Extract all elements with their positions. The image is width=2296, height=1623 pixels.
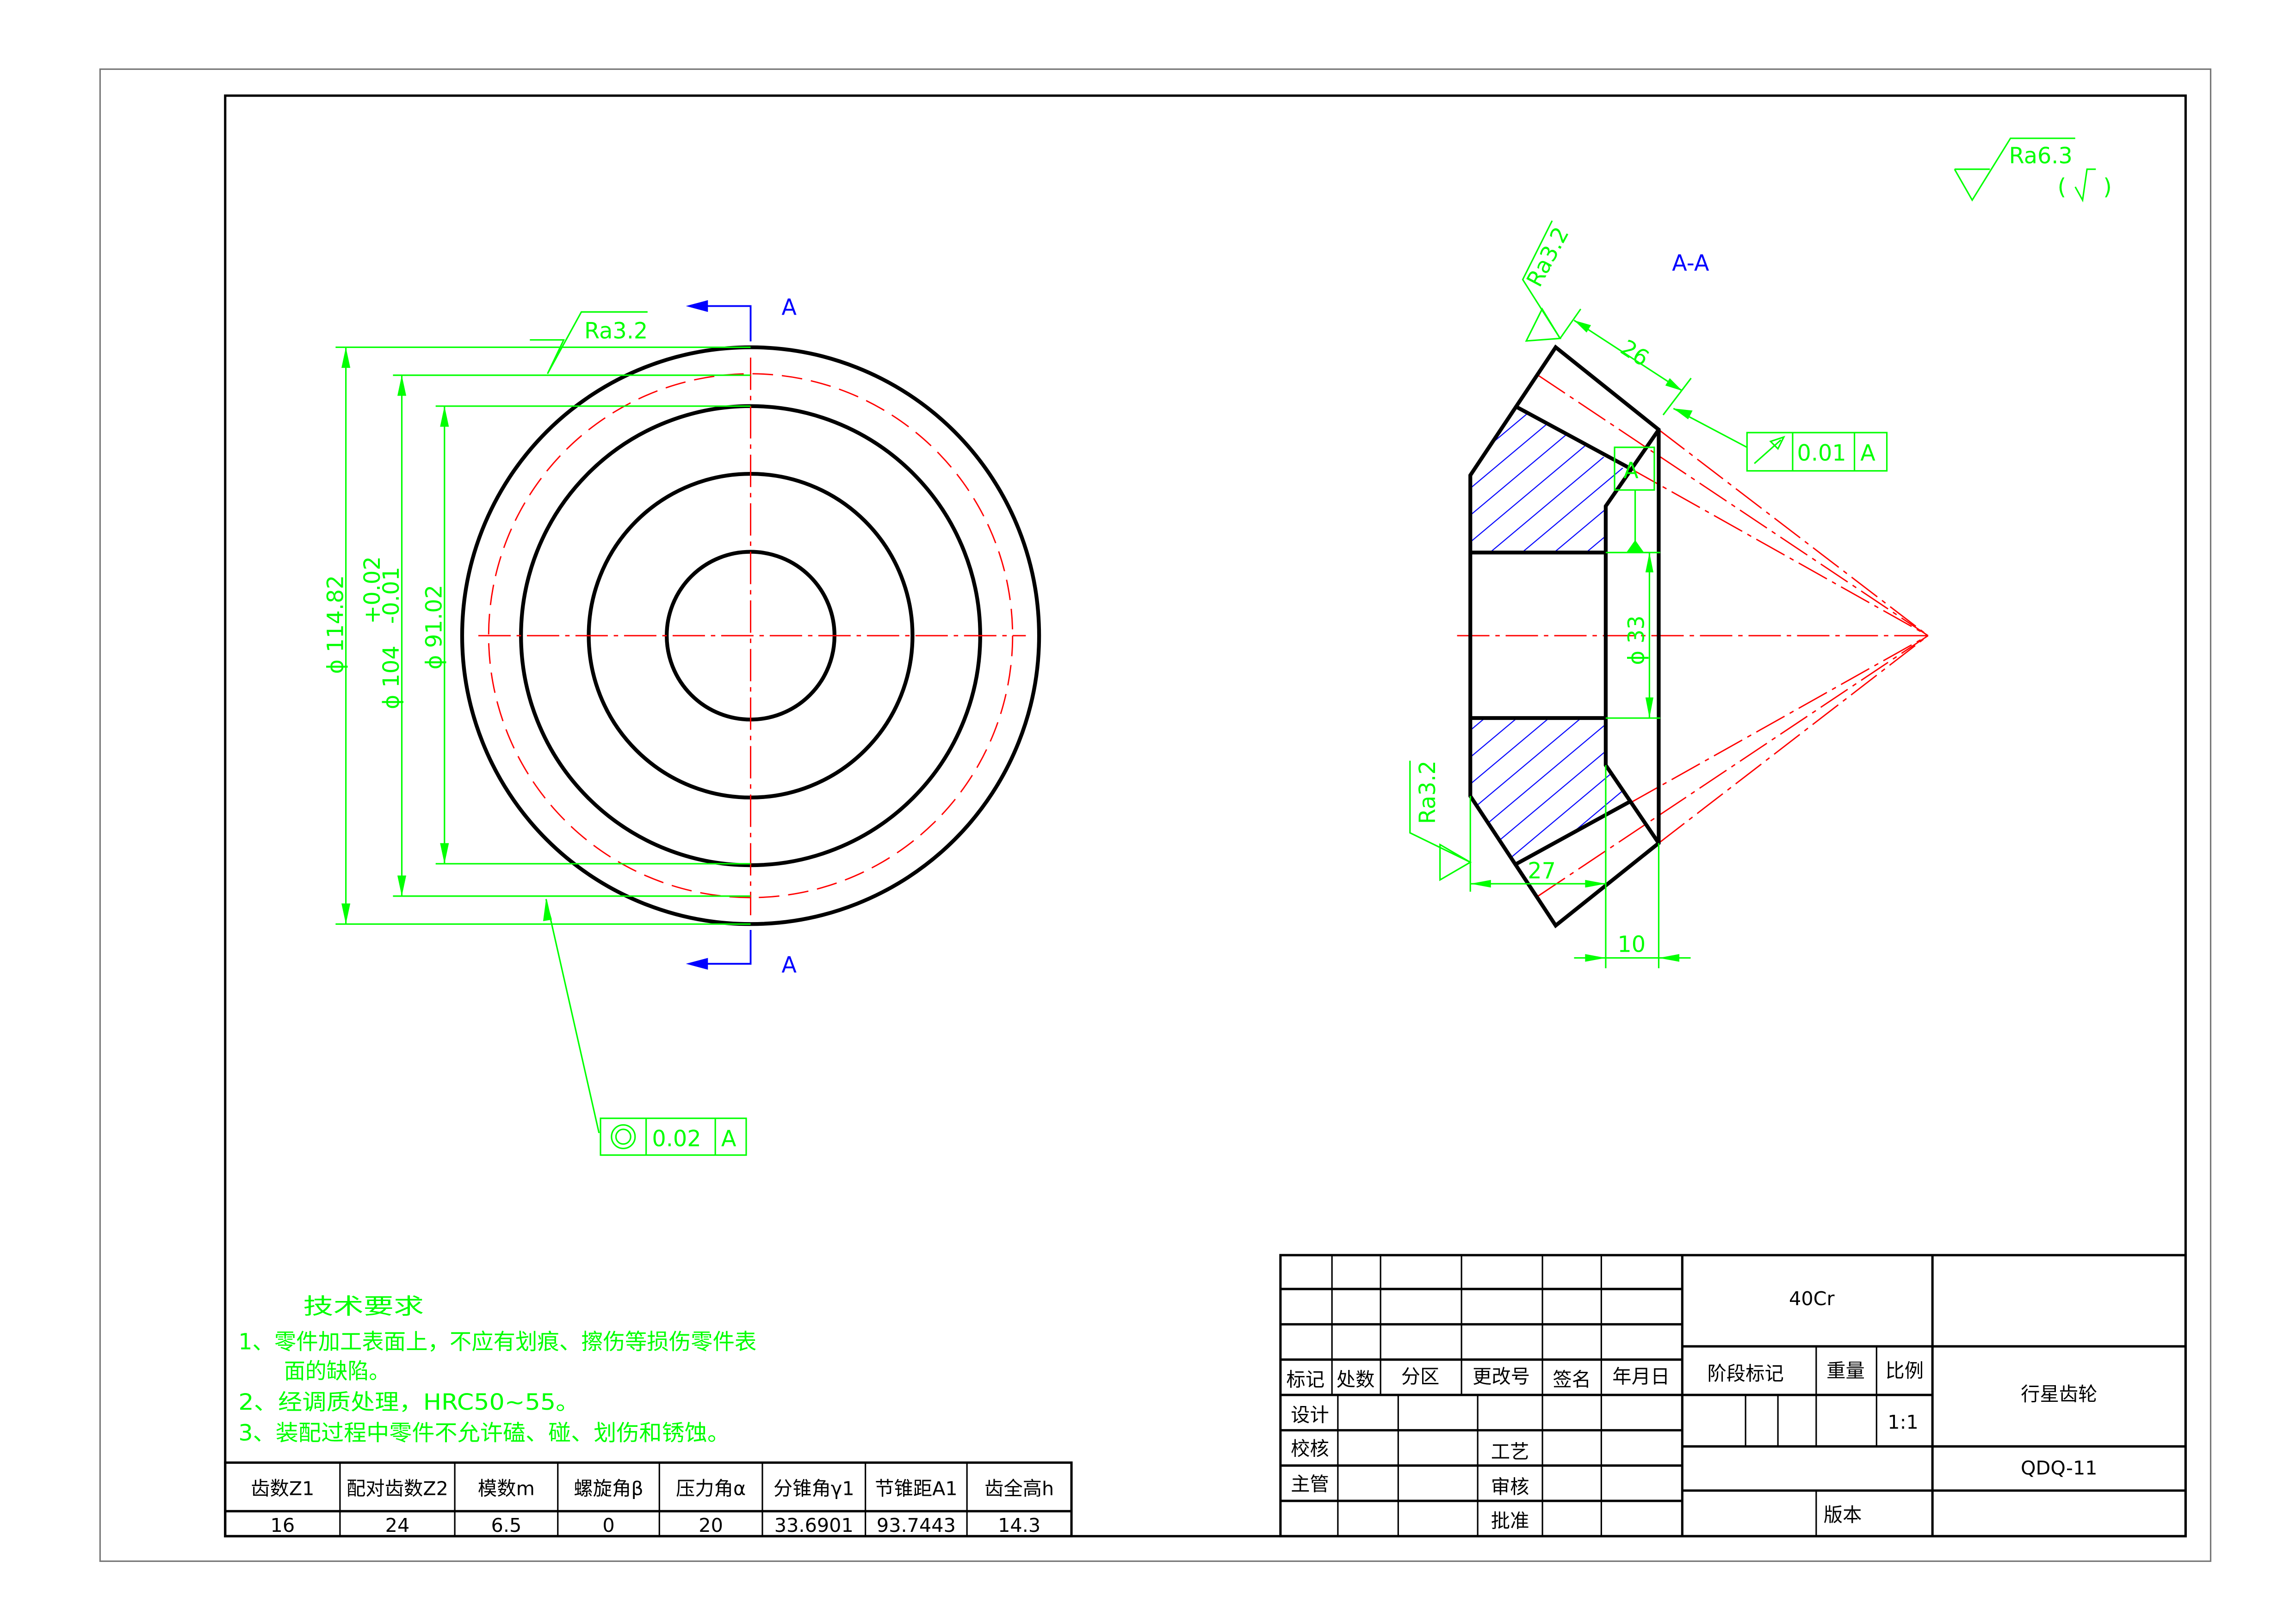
param-value: 33.6901 <box>774 1514 854 1536</box>
role-approve: 批准 <box>1491 1510 1529 1532</box>
scale-label: 比例 <box>1885 1360 1924 1382</box>
param-value: 14.3 <box>998 1514 1040 1536</box>
outer-sheet-border <box>99 68 2212 1562</box>
datum-feature-a: A <box>1614 446 1655 553</box>
front-view: A A Ra3.2 ϕ 114.82 ϕ 104 +0.02 -0.01 ϕ 9… <box>323 295 1041 1156</box>
section-marker-top <box>706 305 752 341</box>
dim-hub: 10 <box>1617 932 1646 958</box>
roughness-check-icon <box>2074 168 2096 203</box>
rev-header: 签名 <box>1553 1369 1591 1391</box>
param-value: 0 <box>602 1514 614 1536</box>
version-label: 版本 <box>1824 1504 1862 1526</box>
svg-text:Ra3.2: Ra3.2 <box>1522 223 1574 291</box>
dim-line-face-width <box>1573 320 1683 392</box>
tech-req-line: 2、经调质处理，HRC50~55。 <box>238 1390 580 1415</box>
svg-text:A: A <box>1623 458 1639 484</box>
section-label-top: A <box>781 295 797 321</box>
section-arrow-bottom-icon <box>686 958 708 970</box>
role-design: 设计 <box>1291 1404 1329 1426</box>
param-value: 93.7443 <box>877 1514 956 1536</box>
drawing-frame <box>224 94 2187 1537</box>
svg-text:Ra6.3: Ra6.3 <box>2009 143 2073 169</box>
param-header: 齿全高h <box>984 1477 1054 1499</box>
param-header: 压力角α <box>676 1477 746 1499</box>
svg-text:): ) <box>2103 174 2112 200</box>
leader-concentricity <box>545 898 600 1134</box>
weight-label: 重量 <box>1826 1360 1865 1382</box>
rev-header: 年月日 <box>1612 1366 1670 1388</box>
dim-root-diameter: ϕ 91.02 <box>421 585 447 669</box>
rev-header: 标记 <box>1287 1369 1325 1391</box>
param-header: 分锥角γ1 <box>774 1477 854 1499</box>
param-value: 16 <box>271 1514 295 1536</box>
rev-header: 更改号 <box>1473 1366 1530 1388</box>
svg-text:0.01: 0.01 <box>1797 440 1846 466</box>
drawing-number: QDQ-11 <box>2021 1457 2098 1479</box>
role-review: 审核 <box>1491 1476 1529 1498</box>
tech-req-title: 技术要求 <box>303 1294 424 1319</box>
roughness-symbol-bottom: Ra3.2 <box>1409 761 1472 881</box>
hatch-top <box>1470 407 1628 553</box>
rev-header: 处数 <box>1337 1369 1375 1391</box>
svg-text:(: ( <box>2058 174 2067 200</box>
tip-circle <box>460 345 1041 926</box>
hatch-bottom <box>1470 718 1628 864</box>
role-manager: 主管 <box>1291 1473 1329 1495</box>
section-title: A-A <box>1672 251 1709 276</box>
dim-pitch-tol-lower: -0.01 <box>379 567 404 624</box>
param-header: 节锥距A1 <box>875 1477 958 1499</box>
svg-text:0.02: 0.02 <box>652 1127 701 1152</box>
param-header: 模数m <box>478 1477 535 1499</box>
tech-req-line: 3、装配过程中零件不允许磕、碰、划伤和锈蚀。 <box>238 1421 730 1446</box>
param-header: 齿数Z1 <box>251 1477 314 1499</box>
role-process: 工艺 <box>1491 1441 1529 1463</box>
roughness-symbol-front: Ra3.2 <box>530 311 648 374</box>
dim-bore-diameter: ϕ 33 <box>1624 615 1650 665</box>
runout-frame: 0.01 A <box>1746 432 1888 472</box>
param-value: 24 <box>385 1514 410 1536</box>
concentricity-frame: 0.02 A <box>600 1117 747 1156</box>
scale-value: 1:1 <box>1888 1411 1918 1433</box>
param-header: 配对齿数Z2 <box>347 1477 448 1499</box>
concentricity-icon <box>611 1124 636 1149</box>
part-name: 行星齿轮 <box>2021 1383 2097 1406</box>
svg-text:A: A <box>721 1127 736 1152</box>
section-label-bottom: A <box>781 953 797 978</box>
general-roughness-symbol: Ra6.3 ( ) <box>1954 137 2112 203</box>
role-check: 校核 <box>1291 1437 1329 1460</box>
inner-chamfer <box>1603 428 1660 844</box>
section-view-a-a: A-A Ra3.2 26 <box>1409 220 1929 968</box>
section-marker-bottom <box>706 930 752 965</box>
title-block: 标记 处数 分区 更改号 签名 年月日 设计 校核 主管 工艺 审核 批准 40… <box>1279 1254 2187 1537</box>
param-header: 螺旋角β <box>574 1477 643 1499</box>
roughness-symbol-top: Ra3.2 <box>1522 220 1574 342</box>
tech-req-line: 面的缺陷。 <box>284 1359 390 1384</box>
section-arrow-top-icon <box>686 300 708 312</box>
svg-text:Ra3.2: Ra3.2 <box>584 319 648 344</box>
technical-requirements: 技术要求 1、零件加工表面上，不应有划痕、擦伤等损伤零件表 面的缺陷。 2、经调… <box>238 1294 756 1446</box>
param-value: 20 <box>699 1514 723 1536</box>
gear-parameter-table: 齿数Z1 16 配对齿数Z2 24 模数m 6.5 螺旋角β 0 压力角α 20 分锥角γ1 33.6… <box>224 1461 1073 1537</box>
svg-text:A: A <box>1860 440 1875 466</box>
param-value: 6.5 <box>491 1514 522 1536</box>
dim-pitch-diameter: ϕ 104 <box>379 645 404 709</box>
tech-req-line: 1、零件加工表面上，不应有划痕、擦伤等损伤零件表 <box>238 1329 756 1355</box>
stage-mark-label: 阶段标记 <box>1707 1363 1783 1385</box>
rev-header: 分区 <box>1401 1366 1440 1388</box>
dim-pitch-tol-upper: +0.02 <box>360 556 385 624</box>
dim-face-width: 26 <box>1616 335 1653 372</box>
material: 40Cr <box>1789 1288 1834 1310</box>
circular-runout-icon <box>1754 435 1786 465</box>
dim-outer-diameter: ϕ 114.82 <box>323 575 348 674</box>
dim-length: 27 <box>1528 859 1556 884</box>
svg-text:Ra3.2: Ra3.2 <box>1415 761 1441 824</box>
